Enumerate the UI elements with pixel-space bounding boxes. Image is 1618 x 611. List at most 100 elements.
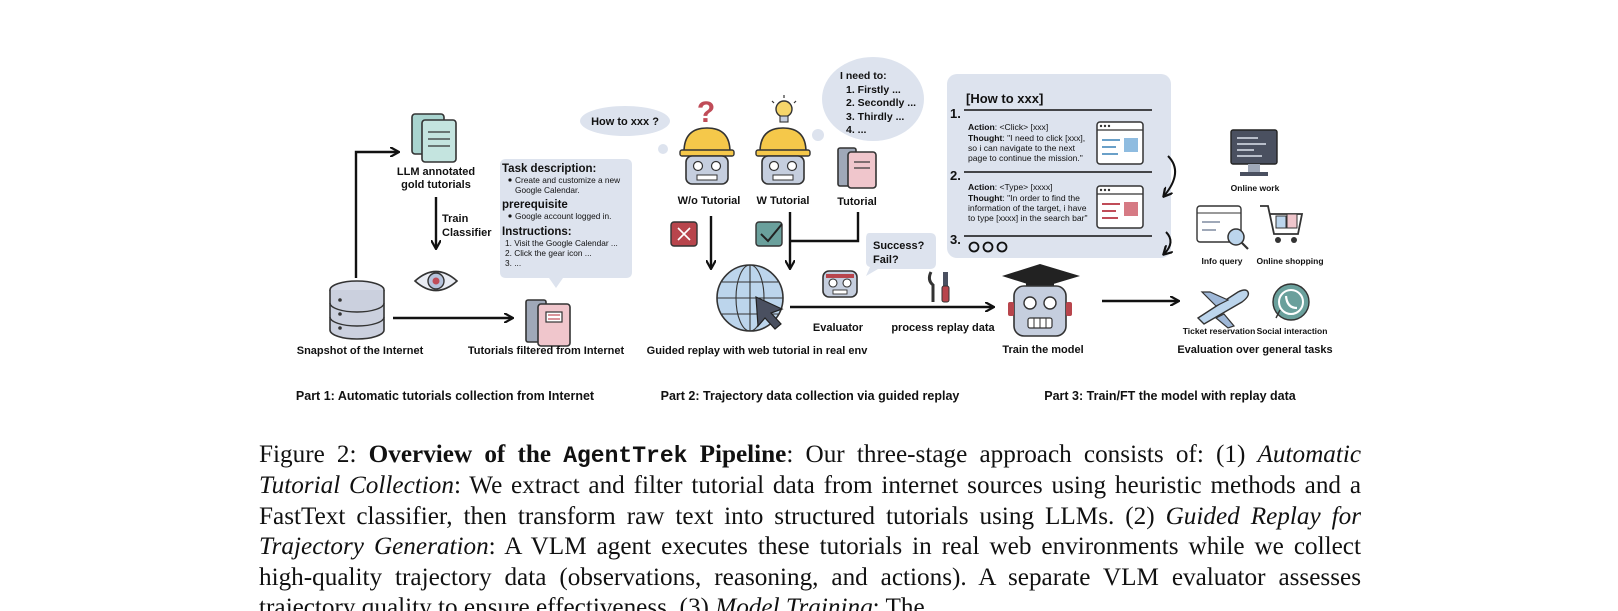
how-to-bubble: How to xxx ? — [580, 106, 670, 154]
fail-x-icon — [670, 221, 698, 247]
step1-thought-label: Thought — [968, 133, 1002, 143]
cursor-icon — [755, 296, 784, 330]
robot-without-tutorial-icon — [679, 127, 735, 185]
step2-thought-2: information of the target, i have — [968, 203, 1087, 213]
caption-text-3: : A VLM agent executes these tutorials i… — [259, 533, 1361, 611]
step2-action-text: : <Type> [xxxx] — [995, 182, 1053, 192]
database-icon — [329, 280, 385, 340]
train-classifier-line2: Classifier — [442, 227, 492, 239]
ticket-reservation-label: Ticket reservation — [1183, 326, 1256, 336]
lightbulb-icon — [771, 95, 797, 123]
task-line1: Create and customize a new — [515, 175, 621, 185]
online-work-label: Online work — [1231, 183, 1280, 193]
step1-thought-3: page to continue the mission." — [968, 153, 1083, 163]
part2-caption: Part 2: Trajectory data collection via g… — [661, 389, 960, 403]
task-heading: Task description: — [502, 163, 596, 175]
monitor-icon — [1230, 129, 1278, 176]
thought-line2: 1. Firstly ... — [846, 84, 901, 96]
train-model-label: Train the model — [1002, 344, 1083, 356]
how-to-text: How to xxx ? — [591, 116, 659, 128]
step2-thought-1: : "In order to find the — [1002, 193, 1080, 203]
instr-line2: 2. Click the gear icon ... — [505, 248, 592, 258]
step2-thought: Thought: "In order to find the — [968, 193, 1080, 203]
instr-heading: Instructions: — [502, 226, 572, 238]
task-line2: Google Calendar. — [515, 185, 580, 195]
curved-arrow-1 — [1164, 155, 1176, 196]
success-check-icon — [755, 221, 783, 247]
robot-with-tutorial-icon — [755, 127, 811, 185]
step2-action: Action: <Type> [xxxx] — [968, 182, 1053, 192]
step1-thought: Thought: "I need to click [xxx], — [968, 133, 1085, 143]
caption-text-1: : Our three-stage approach consists of: … — [786, 441, 1246, 468]
w-tutorial-label: W Tutorial — [757, 195, 810, 207]
llm-annotated-line1: LLM annotated — [397, 166, 475, 178]
part1-caption: Part 1: Automatic tutorials collection f… — [296, 389, 595, 403]
evaluator-label: Evaluator — [813, 322, 864, 334]
step2-thought-3: to type [xxxx] in the search bar" — [968, 213, 1088, 223]
process-replay-label: process replay data — [891, 322, 995, 334]
step3-number: 3. — [950, 232, 961, 247]
tutorial-books-icon — [837, 147, 877, 189]
wo-tutorial-label: W/o Tutorial — [678, 195, 741, 207]
online-shopping-label: Online shopping — [1256, 256, 1323, 266]
step1-action-text: : <Click> [xxx] — [995, 122, 1048, 132]
info-query-icon — [1196, 205, 1249, 250]
caption-italic-1: Automatic Tutorial Collection — [259, 441, 1361, 500]
caption-italic-2: Guided Replay for Trajectory Generation — [259, 502, 1361, 561]
question-mark: ? — [697, 96, 715, 129]
browser-window-icon-2 — [1096, 185, 1144, 229]
step2-number: 2. — [950, 168, 961, 183]
thought-bubble: I need to: 1. Firstly ... 2. Secondly ..… — [812, 57, 924, 141]
pipeline-figure: Snapshot of the Internet LLM annotated g… — [296, 57, 1333, 403]
tools-icon — [927, 271, 950, 303]
evaluator-robot-icon — [822, 270, 858, 298]
airplane-icon — [1196, 289, 1250, 329]
caption-title-2: Pipeline — [699, 441, 787, 468]
card-title: [How to xxx] — [966, 91, 1043, 106]
info-query-label: Info query — [1201, 256, 1242, 266]
caption-title-mono: AgentTrek — [563, 443, 688, 469]
caption-italic-3: Model Training — [715, 594, 873, 611]
thought-line4: 3. Thirdly ... — [846, 111, 904, 123]
train-classifier-line1: Train — [442, 213, 469, 225]
instr-line3: 3. ... — [505, 258, 521, 268]
trajectory-card: [How to xxx] 1. Action: <Click> [xxx] Th… — [947, 74, 1171, 258]
tutorial-label: Tutorial — [837, 196, 877, 208]
filtered-label: Tutorials filtered from Internet — [468, 345, 625, 357]
thought-line1: I need to: — [840, 70, 887, 82]
chat-icon — [1272, 283, 1310, 321]
caption-text-2: : We extract and filter tutorial data fr… — [259, 472, 1361, 530]
step1-thought-1: : "I need to click [xxx], — [1002, 133, 1085, 143]
browser-window-icon — [1096, 121, 1144, 165]
arrow-to-gold — [354, 152, 398, 278]
instr-line1: 1. Visit the Google Calendar ... — [505, 238, 618, 248]
caption-title-1: Overview of the — [368, 441, 552, 468]
arrow-tutorial-join — [790, 212, 860, 243]
figure-caption: Figure 2: Overview of the AgentTrek Pipe… — [259, 440, 1361, 611]
thought-line3: 2. Secondly ... — [846, 97, 916, 109]
fail-text: Fail? — [873, 254, 899, 266]
success-text: Success? — [873, 240, 925, 252]
guided-replay-label: Guided replay with web tutorial in real … — [647, 345, 869, 357]
step2-thought-label: Thought — [968, 193, 1002, 203]
shopping-cart-icon — [1260, 205, 1304, 243]
eval-general-label: Evaluation over general tasks — [1177, 344, 1332, 356]
llm-annotated-line2: gold tutorials — [401, 179, 471, 191]
caption-text-4: : The — [872, 594, 925, 611]
prereq-heading: prerequisite — [502, 199, 568, 211]
success-fail-bubble: Success? Fail? — [866, 233, 936, 276]
step1-action-label: Action — [968, 122, 995, 132]
task-card: Task description: Create and customize a… — [500, 159, 632, 288]
document-stack-icon — [411, 113, 457, 163]
step1-number: 1. — [950, 106, 961, 121]
step1-action: Action: <Click> [xxx] — [968, 122, 1048, 132]
figure-number: Figure 2: — [259, 441, 357, 468]
snapshot-label: Snapshot of the Internet — [297, 345, 424, 357]
prereq-line1: Google account logged in. — [515, 211, 611, 221]
part3-caption: Part 3: Train/FT the model with replay d… — [1044, 389, 1296, 403]
thought-line5: 4. ... — [846, 124, 867, 136]
step2-action-label: Action — [968, 182, 995, 192]
curved-arrow-2 — [1164, 231, 1171, 254]
books-icon — [525, 299, 571, 347]
step1-thought-2: so i can navigate to the next — [968, 143, 1076, 153]
